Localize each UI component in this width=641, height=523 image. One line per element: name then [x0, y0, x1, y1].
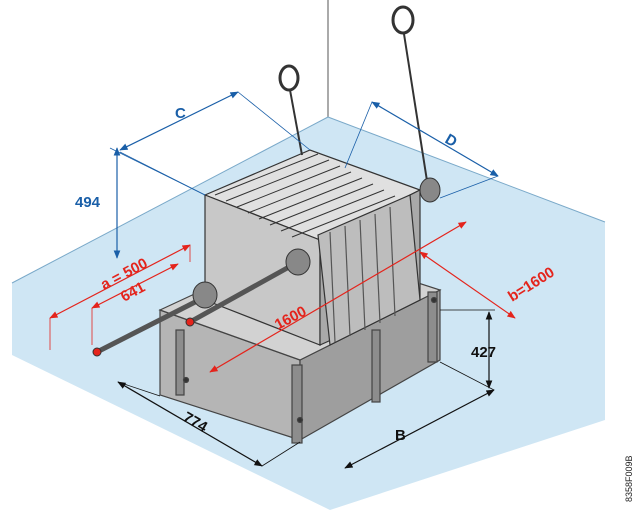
dimension-label-d: D	[442, 131, 460, 151]
blue-dimensions	[109, 91, 499, 259]
dimension-label-depth-b: B	[395, 427, 406, 444]
burner-port-right	[419, 177, 441, 203]
dimension-label-494: 494	[75, 194, 101, 211]
black-dimensions	[117, 309, 495, 469]
dimension-label-427: 427	[471, 344, 496, 361]
red-dimensions	[49, 221, 516, 373]
pull-rod-left	[278, 64, 303, 156]
drawing-code: 8358F009B	[624, 455, 634, 502]
dimension-label-c: C	[175, 105, 186, 122]
